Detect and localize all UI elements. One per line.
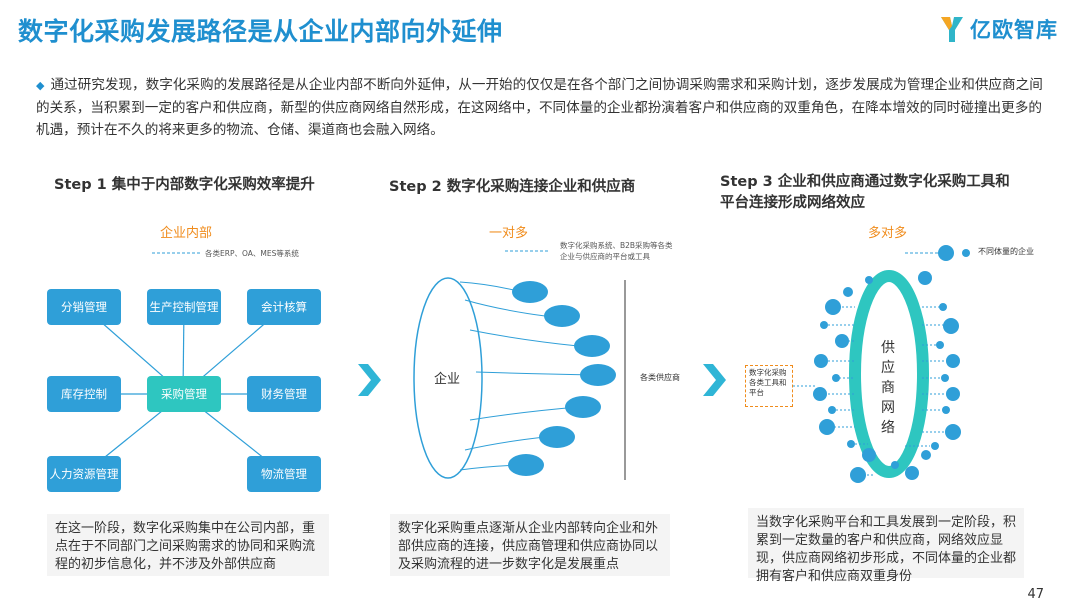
brand-logo-icon [941, 17, 963, 42]
step2-sublabel: 一对多 [489, 226, 529, 241]
page-title: 数字化采购发展路径是从企业内部向外延伸 [18, 17, 503, 46]
step1-title: Step 1 集中于内部数字化采购效率提升 [54, 177, 315, 193]
legend-dot-small [962, 249, 970, 257]
node-distribution-management: 分销管理 [47, 289, 121, 325]
node-financial-management: 财务管理 [247, 376, 321, 412]
step2-note: 数字化采购系统、B2B采购等各类企业与供应商的平台或工具 [560, 240, 673, 262]
diamond-bullet-icon: ◆ [36, 79, 45, 92]
step2-connectors [459, 281, 599, 471]
brand-name: 亿欧智库 [970, 18, 1058, 42]
step2-description: 数字化采购重点逐渐从企业内部转向企业和外部供应商的连接，供应商管理和供应商协同以… [390, 514, 670, 576]
step3-title: Step 3 企业和供应商通过数字化采购工具和平台连接形成网络效应 [720, 172, 1010, 214]
brand-logo: 亿欧智库 [938, 14, 1058, 44]
step2-note-line1: 数字化采购系统、B2B采购等各类 [560, 241, 673, 250]
node-human-resources: 人力资源管理 [47, 456, 121, 492]
step1-note: 各类ERP、OA、MES等系统 [205, 249, 299, 258]
arrow-step1-to-step2 [358, 364, 381, 396]
intro-text: 通过研究发现，数字化采购的发展路径是从企业内部不断向外延伸，从一开始的仅仅是在各… [36, 77, 1043, 138]
network-label: 供应商网络 [881, 340, 895, 436]
node-production-control: 生产控制管理 [147, 289, 221, 325]
step3-title-line1: Step 3 企业和供应商通过数字化采购工具和 [720, 174, 1010, 190]
step2-note-line2: 企业与供应商的平台或工具 [560, 252, 650, 261]
step2-title: Step 2 数字化采购连接企业和供应商 [389, 179, 636, 195]
supplier-nodes [508, 281, 616, 476]
network-ring [849, 270, 929, 478]
step3-description: 当数字化采购平台和工具发展到一定阶段，积累到一定数量的客户和供应商，网络效应显现… [748, 508, 1024, 584]
intro-paragraph: ◆通过研究发现，数字化采购的发展路径是从企业内部不断向外延伸，从一开始的仅仅是在… [36, 74, 1044, 141]
company-dots [813, 271, 961, 483]
node-procurement-management: 采购管理 [147, 376, 221, 412]
enterprise-ellipse [413, 277, 483, 479]
legend-dot-large [938, 245, 954, 261]
step3-title-line2: 平台连接形成网络效应 [720, 195, 865, 211]
node-accounting: 会计核算 [247, 289, 321, 325]
node-logistics-management: 物流管理 [247, 456, 321, 492]
step3-sublabel: 多对多 [868, 226, 908, 241]
suppliers-label: 各类供应商 [640, 373, 680, 382]
node-inventory-control: 库存控制 [47, 376, 121, 412]
enterprise-label: 企业 [434, 372, 461, 387]
step1-description: 在这一阶段，数字化采购集中在公司内部，重点在于不同部门之间采购需求的协同和采购流… [47, 514, 329, 576]
tool-platform-box: 数字化采购各类工具和平台 [745, 365, 793, 407]
page-number: 47 [1027, 587, 1044, 602]
step1-sublabel: 企业内部 [160, 226, 213, 241]
arrow-step2-to-step3 [703, 364, 726, 396]
legend-label: 不同体量的企业 [978, 247, 1034, 256]
